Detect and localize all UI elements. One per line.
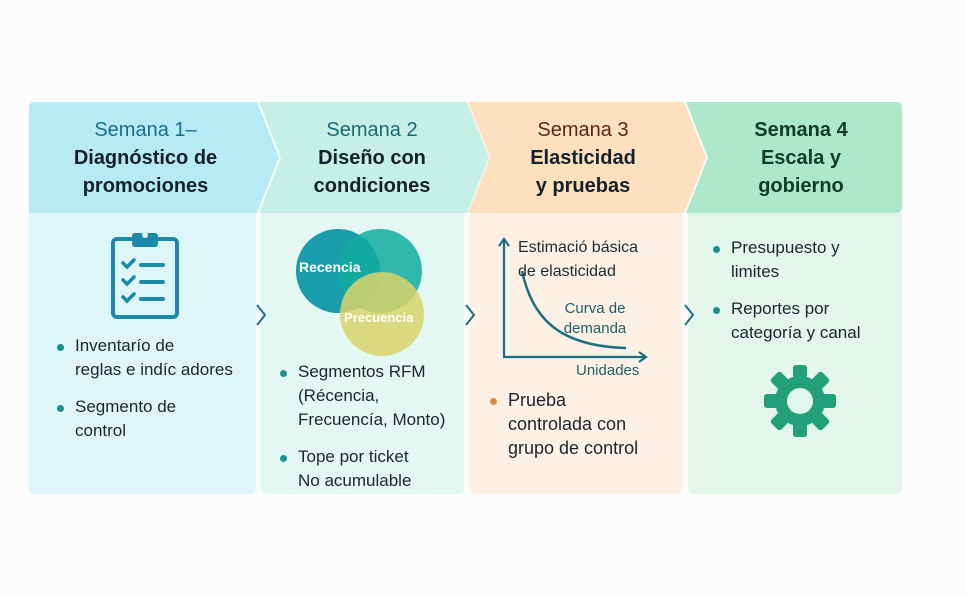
week1-header-shape — [29, 102, 279, 213]
chevron-right-icon — [684, 304, 695, 326]
week3-label: Semana 3 — [537, 119, 629, 141]
week4-header-shape — [686, 102, 902, 213]
bullet-dot — [57, 344, 64, 351]
demand-curve-icon — [498, 237, 648, 363]
week4-body — [688, 213, 902, 494]
week4-bullets: Presupuesto y limites Reportes por categ… — [711, 236, 901, 358]
week2-bullets: Segmentos RFM (Récencia, Frecuencía, Mon… — [278, 360, 468, 506]
week2-label: Semana 2 — [326, 119, 418, 141]
list-item: Segmento de control — [55, 395, 255, 443]
list-item: Inventarío de reglas e indíc adores — [55, 334, 255, 382]
venn-diagram-icon — [296, 229, 424, 356]
week3-bullets: Prueba controlada con grupo de control — [488, 388, 678, 473]
week1-label: Semana 1– — [94, 119, 197, 141]
curve-label: Curva de demanda — [563, 300, 627, 337]
clipboard-checklist-icon — [111, 232, 179, 319]
bullet-dot — [490, 398, 497, 405]
bullet-dot — [280, 455, 287, 462]
chevron-right-icon — [465, 304, 476, 326]
bullet-dot — [713, 307, 720, 314]
week1-body — [29, 213, 256, 494]
week4-label: Semana 4 — [754, 119, 848, 141]
week3-header-shape — [468, 102, 706, 213]
chevron-right-icon — [256, 304, 267, 326]
list-item: Segmentos RFM (Récencia, Frecuencía, Mon… — [278, 360, 468, 432]
bullet-dot — [57, 405, 64, 412]
week1-header: Semana 1– Diagnóstico de promociones — [29, 102, 281, 213]
x-axis-label: Unidades — [576, 362, 640, 379]
venn-label-recencia: Recencia — [299, 259, 361, 275]
week4-title: Escala y gobierno — [758, 147, 844, 197]
week2-title: Diseño con condiciones — [313, 147, 431, 197]
gear-icon — [764, 365, 836, 437]
week3-body — [470, 213, 682, 494]
week1-title: Diagnóstico de promociones — [73, 147, 218, 197]
venn-label-precuencia: Precuencia — [344, 310, 414, 325]
week2-header: Semana 2 Diseño con condiciones — [259, 102, 491, 213]
week3-title: Elasticidad y pruebas — [530, 147, 636, 197]
bullet-dot — [713, 246, 720, 253]
list-item: Reportes por categoría y canal — [711, 297, 901, 345]
week3-header: Semana 3 Elasticidad y pruebas — [468, 102, 708, 213]
list-item: Presupuesto y limites — [711, 236, 901, 284]
list-item: Prueba controlada con grupo de control — [488, 388, 678, 460]
list-item: Tope por ticket No acumulable — [278, 445, 468, 493]
week4-header: Semana 4 Escala y gobierno — [686, 102, 902, 213]
elasticity-chart-title: Estimació básica de elasticidad — [518, 239, 639, 280]
bullet-dot — [280, 370, 287, 377]
week1-bullets: Inventarío de reglas e indíc adores Segm… — [55, 334, 255, 456]
week2-header-shape — [259, 102, 489, 213]
